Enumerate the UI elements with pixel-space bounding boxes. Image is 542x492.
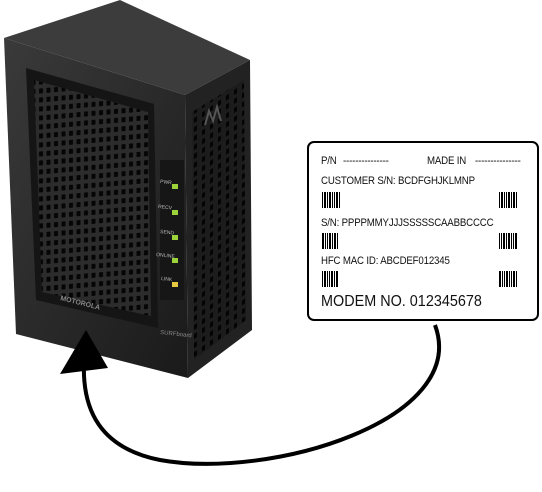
barcode-right-3 <box>499 271 517 287</box>
led-label-link: LINK <box>161 276 173 283</box>
arrow-head <box>60 330 108 374</box>
made-in-label: MADE IN <box>427 155 467 167</box>
hfc-mac-id: HFC MAC ID: ABCDEF012345 <box>321 255 450 267</box>
barcode-left-2 <box>322 233 338 249</box>
modem-label: P/N --------------- MADE IN ------------… <box>307 141 539 321</box>
motorola-m-icon <box>204 103 222 126</box>
barcode-right-2 <box>499 233 517 249</box>
modem-top <box>4 0 250 95</box>
customer-sn: CUSTOMER S/N: BCDFGHJKLMNP <box>321 175 475 187</box>
led-label-send: SEND <box>160 229 175 236</box>
led-pwr <box>172 184 178 189</box>
barcode-left-3 <box>322 271 338 287</box>
barcode-right-1 <box>499 192 517 208</box>
led-recv <box>172 210 178 215</box>
led-label-pwr: PWR <box>160 179 173 186</box>
model-logo: SURFboard <box>160 330 192 339</box>
led-online <box>172 258 178 263</box>
pn-dashes: --------------- <box>343 155 389 167</box>
barcode-left-1 <box>322 192 340 208</box>
modem-number: MODEM NO. 012345678 <box>321 293 482 310</box>
made-in-dashes: --------------- <box>475 155 521 167</box>
led-label-online: ONLINE <box>156 252 176 260</box>
modem-side-grill <box>192 80 246 360</box>
modem-grill <box>34 80 151 316</box>
led-link <box>172 282 178 287</box>
led-label-recv: RECV <box>158 204 173 211</box>
led-send <box>172 235 178 240</box>
arrow-curve <box>81 324 441 466</box>
pn-label: P/N <box>321 155 337 167</box>
serial-number: S/N: PPPPMMYJJJSSSSSCAABBCCCC <box>321 217 494 229</box>
